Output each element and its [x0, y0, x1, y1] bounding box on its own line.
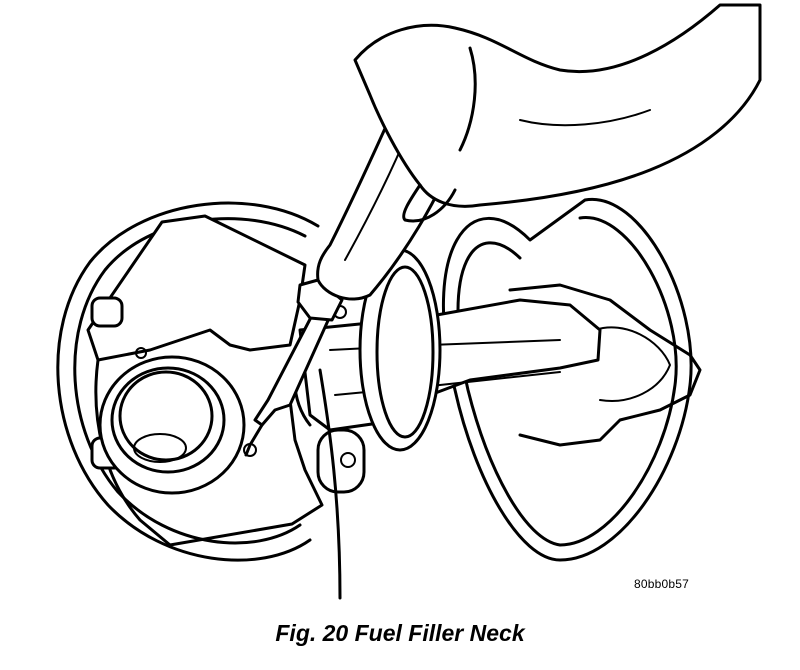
hand: [353, 3, 762, 223]
screwdriver-tip: [243, 443, 257, 457]
filler-neck-opening: [98, 347, 246, 495]
fuel-door: [441, 197, 702, 562]
plate-tab-top: [90, 296, 124, 328]
plate-screw-hole: [135, 347, 147, 359]
hinge-screw: [340, 452, 356, 468]
fuel-filler-neck-illustration: [56, 3, 762, 600]
door-tether-cable: [318, 368, 342, 600]
figure-caption: Fig. 20 Fuel Filler Neck: [275, 620, 525, 646]
figure-reference-code: 80bb0b57: [634, 577, 689, 591]
